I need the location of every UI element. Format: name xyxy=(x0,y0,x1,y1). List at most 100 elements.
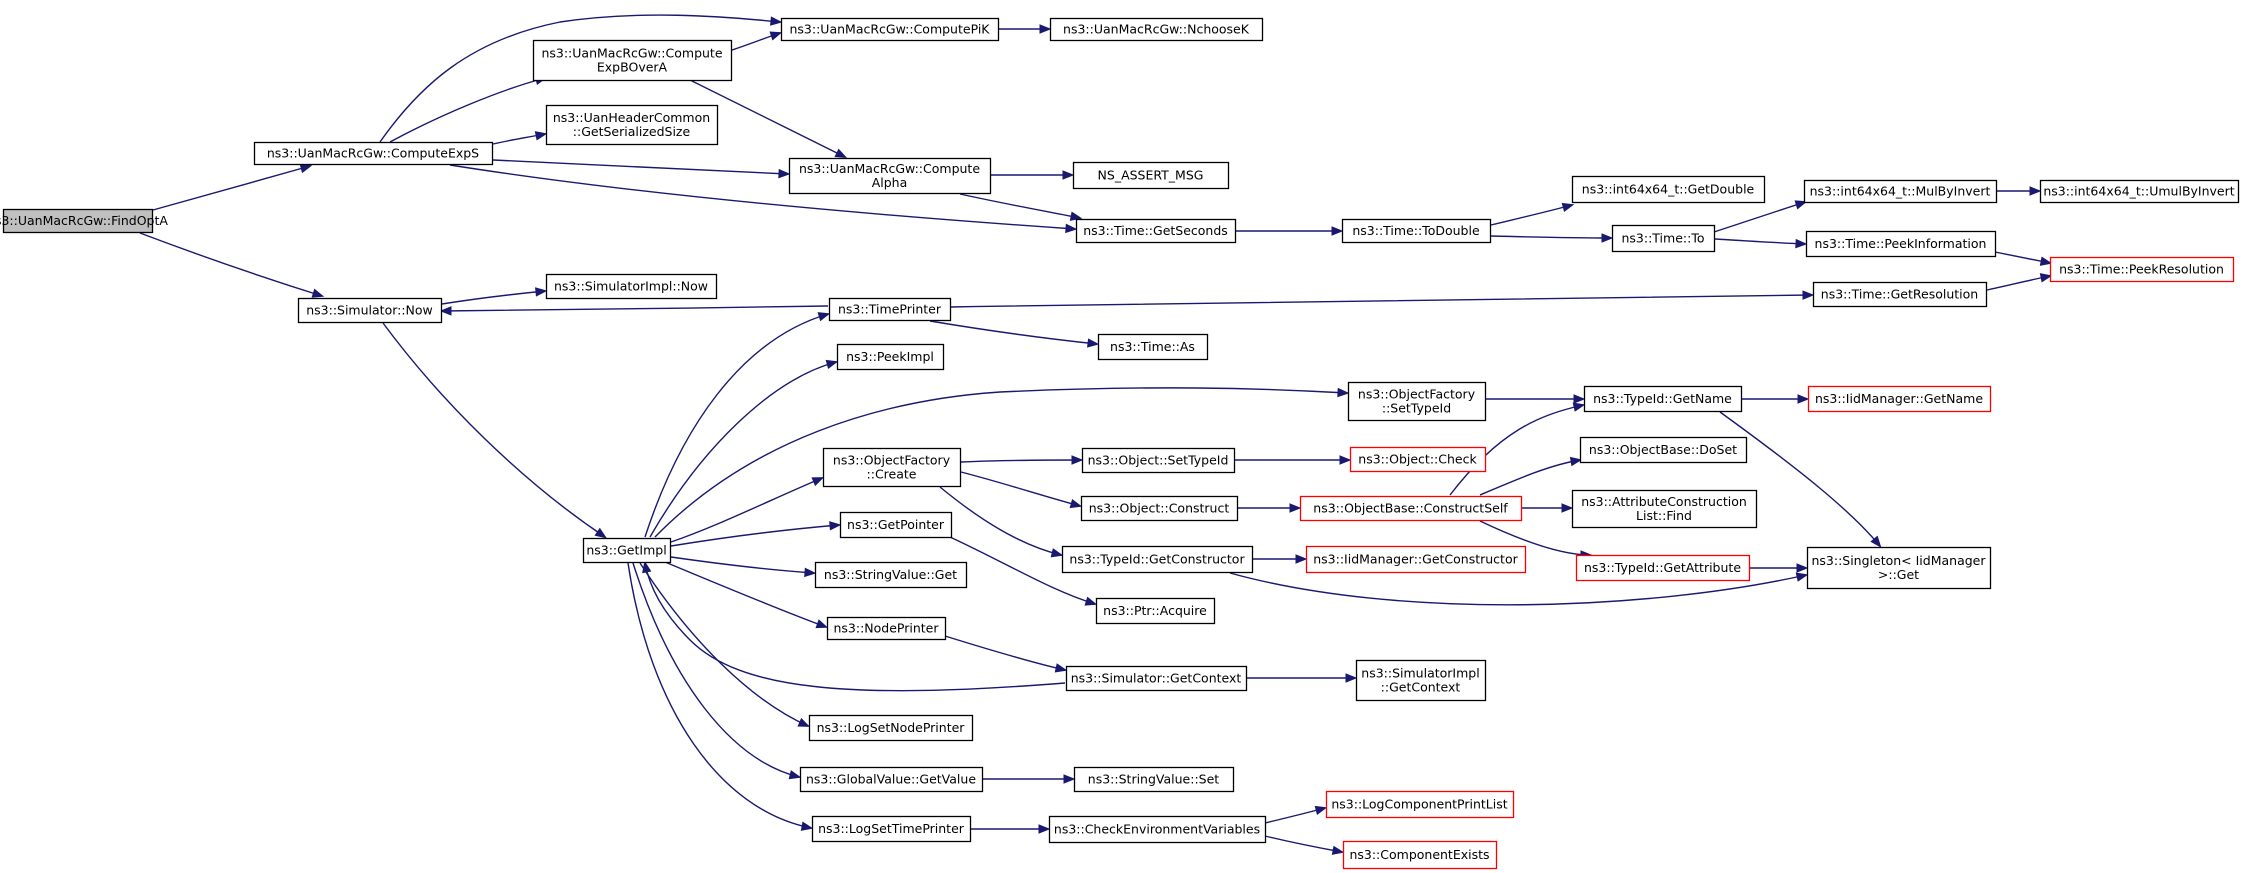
node-label: ns3::ObjectFactory xyxy=(833,453,951,468)
node-label: Alpha xyxy=(872,175,908,190)
node-label: ns3::IidManager::GetConstructor xyxy=(1313,552,1518,567)
node-label: ns3::int64x64_t::UmulByInvert xyxy=(2043,184,2234,199)
node-getimpl[interactable]: ns3::GetImpl xyxy=(582,537,672,564)
node-serialized[interactable]: ns3::UanHeaderCommon::GetSerializedSize xyxy=(545,104,719,146)
node-gvgetvalue[interactable]: ns3::GlobalValue::GetValue xyxy=(799,766,984,793)
node-getres[interactable]: ns3::Time::GetResolution xyxy=(1812,281,1988,308)
node-label: ns3::Singleton< IidManager xyxy=(1811,553,1986,568)
node-timeas[interactable]: ns3::Time::As xyxy=(1097,333,1209,361)
node-findopta[interactable]: ns3::UanMacRcGw::FindOptA xyxy=(0,208,168,234)
node-label: ns3::Time::GetResolution xyxy=(1821,287,1978,302)
edge-line xyxy=(1479,459,1581,496)
edge-arrowhead xyxy=(778,168,791,179)
node-ptracquire[interactable]: ns3::Ptr::Acquire xyxy=(1095,597,1216,625)
node-checkenv[interactable]: ns3::CheckEnvironmentVariables xyxy=(1048,815,1267,844)
node-computepik[interactable]: ns3::UanMacRcGw::ComputePiK xyxy=(780,17,1000,42)
edge-arrowhead xyxy=(1065,223,1078,234)
node-box xyxy=(582,537,672,564)
node-computeexps[interactable]: ns3::UanMacRcGw::ComputeExpS xyxy=(253,141,494,166)
node-stringvalueset[interactable]: ns3::StringValue::Set xyxy=(1073,766,1235,793)
node-iidgetname[interactable]: ns3::IidManager::GetName xyxy=(1807,385,1992,413)
node-objconstruct[interactable]: ns3::Object::Construct xyxy=(1080,495,1239,522)
edge-arrowhead xyxy=(825,359,839,370)
node-box xyxy=(1812,281,1988,308)
node-logcompprintlist[interactable]: ns3::LogComponentPrintList xyxy=(1325,790,1515,819)
node-typeidgetname[interactable]: ns3::TypeId::GetName xyxy=(1583,385,1743,413)
node-box xyxy=(1347,381,1487,422)
node-singleton[interactable]: ns3::Singleton< IidManager >::Get xyxy=(1806,546,1992,590)
node-label: ns3::Time::As xyxy=(1110,339,1195,354)
edge-line xyxy=(689,79,846,158)
edge-line xyxy=(1713,201,1806,233)
edge-objconstruct-to-constructself xyxy=(1238,503,1302,513)
node-objcheck[interactable]: ns3::Object::Check xyxy=(1349,446,1487,473)
node-iidgetconstructor[interactable]: ns3::IidManager::GetConstructor xyxy=(1305,545,1527,574)
node-constructself[interactable]: ns3::ObjectBase::ConstructSelf xyxy=(1299,495,1523,522)
node-timeto[interactable]: ns3::Time::To xyxy=(1611,224,1716,253)
node-peekres[interactable]: ns3::Time::PeekResolution xyxy=(2049,256,2235,283)
edge-logsettimeprinter-to-checkenv xyxy=(971,824,1051,834)
edge-arrowhead xyxy=(797,717,811,727)
node-box xyxy=(1097,333,1209,361)
node-logsettimeprinter[interactable]: ns3::LogSetTimePrinter xyxy=(811,815,972,843)
edge-settypeid-to-typeidgetname xyxy=(1486,394,1586,404)
node-nchoosek[interactable]: ns3::UanMacRcGw::NchooseK xyxy=(1049,17,1264,42)
edge-arrowhead xyxy=(1069,211,1083,221)
node-simimplnow[interactable]: ns3::SimulatorImpl::Now xyxy=(545,273,718,300)
edge-arrowhead xyxy=(817,312,831,322)
node-compexists[interactable]: ns3::ComponentExists xyxy=(1342,840,1498,870)
node-mulbyinvert[interactable]: ns3::int64x64_t::MulByInvert xyxy=(1803,179,1998,204)
edge-line xyxy=(670,556,815,574)
node-simnow[interactable]: ns3::Simulator::Now xyxy=(297,297,443,324)
edge-line xyxy=(492,159,789,175)
node-objsettypeid[interactable]: ns3::Object::SetTypeId xyxy=(1081,447,1236,474)
edge-arrowhead xyxy=(770,16,783,26)
node-label: ns3::Time::GetSeconds xyxy=(1083,223,1228,238)
node-todouble[interactable]: ns3::Time::ToDouble xyxy=(1341,218,1492,244)
edge-arrowhead xyxy=(2039,256,2053,266)
edge-arrowhead xyxy=(804,567,817,578)
node-label: ns3::SimulatorImpl::Now xyxy=(554,279,708,294)
node-label: ns3::ObjectBase::DoSet xyxy=(1589,442,1737,457)
node-timeprinter[interactable]: ns3::TimePrinter xyxy=(828,297,952,322)
edge-checkenv-to-logcompprintlist xyxy=(1264,805,1328,824)
node-ofcreate[interactable]: ns3::ObjectFactory::Create xyxy=(822,447,962,488)
edge-getcontext-to-simimplgetcontext xyxy=(1247,673,1358,683)
node-box xyxy=(297,297,443,324)
call-graph-nodes: ns3::UanMacRcGw::FindOptA ns3::UanMacRcGw… xyxy=(0,17,2240,870)
node-getcontext[interactable]: ns3::Simulator::GetContext xyxy=(1065,665,1248,692)
node-settypeid[interactable]: ns3::ObjectFactory::SetTypeId xyxy=(1347,381,1487,422)
edge-arrowhead xyxy=(1054,663,1068,673)
node-box xyxy=(1805,230,1997,258)
node-getpointer[interactable]: ns3::GetPointer xyxy=(839,511,953,539)
node-label: ns3::Object::SetTypeId xyxy=(1088,453,1229,468)
edge-line xyxy=(382,322,606,538)
edge-arrowhead xyxy=(1295,554,1308,564)
node-label: ns3::UanMacRcGw::Compute xyxy=(799,161,980,176)
edge-timeprinter-to-timeas xyxy=(929,320,1100,348)
node-box xyxy=(1299,495,1523,522)
node-nodeprinter[interactable]: ns3::NodePrinter xyxy=(826,616,947,641)
edge-line xyxy=(1449,404,1584,496)
node-objbasedoset[interactable]: ns3::ObjectBase::DoSet xyxy=(1579,436,1748,464)
node-label: ns3::ComponentExists xyxy=(1349,847,1489,862)
node-simimplgetcontext[interactable]: ns3::SimulatorImpl::GetContext xyxy=(1355,659,1487,702)
node-getdouble[interactable]: ns3::int64x64_t::GetDouble xyxy=(1571,175,1766,204)
node-peekinfo[interactable]: ns3::Time::PeekInformation xyxy=(1805,230,1997,258)
edge-arrowhead xyxy=(1071,455,1084,465)
node-logsetnodeprinter[interactable]: ns3::LogSetNodePrinter xyxy=(808,714,974,742)
node-getconstructor[interactable]: ns3::TypeId::GetConstructor xyxy=(1061,545,1254,574)
node-stringvalueget[interactable]: ns3::StringValue::Get xyxy=(814,561,968,589)
node-getattribute[interactable]: ns3::TypeId::GetAttribute xyxy=(1575,554,1751,582)
edge-line xyxy=(944,635,1066,671)
node-getseconds[interactable]: ns3::Time::GetSeconds xyxy=(1075,218,1237,244)
edge-computeexps-to-expbovera xyxy=(389,75,548,143)
node-umulbyinvert[interactable]: ns3::int64x64_t::UmulByInvert xyxy=(2039,179,2240,204)
node-peekimpl[interactable]: ns3::PeekImpl xyxy=(836,343,945,371)
node-assertmsg[interactable]: NS_ASSERT_MSG xyxy=(1072,161,1230,190)
edge-arrowhead xyxy=(594,527,607,539)
node-box xyxy=(1305,545,1527,574)
